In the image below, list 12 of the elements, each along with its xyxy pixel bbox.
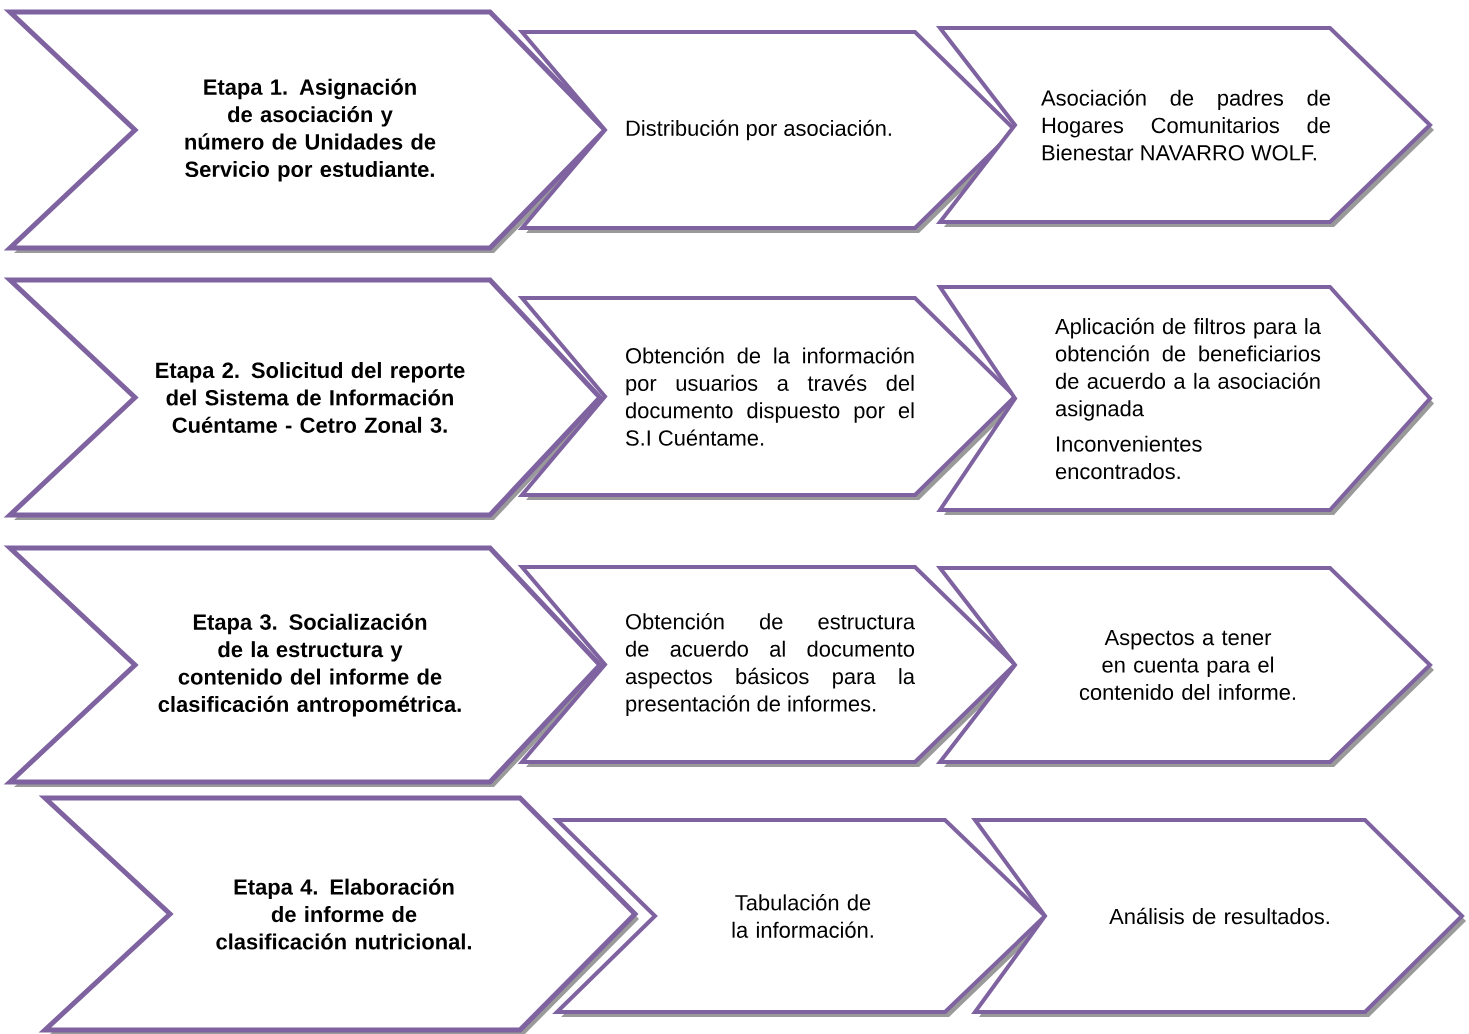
stage-box: Etapa 3. Socialización de la estructura y contenido del informe de clasificación antropométrica. <box>3 545 604 787</box>
step-box: Asociación de padres de Hogares Comunitarios de Bienestar NAVARRO WOLF. <box>935 26 1434 227</box>
stage-box: Etapa 4. Elaboración de informe de clasificación nutricional. <box>38 795 639 1034</box>
step-box: Análisis de resultados. <box>971 818 1466 1017</box>
step-box: Tabulación de la información. <box>552 818 1049 1017</box>
stage-box: Etapa 1. Asignación de asociación y número de Unidades de Servicio por estudiante. <box>3 9 609 253</box>
step-box: Obtención de estructura de acuerdo al documento aspectos básicos para la presentación de informes. <box>517 565 1019 767</box>
step-box: Obtención de la información por usuarios a través del documento dispuesto por el S.I Cuéntame. <box>517 296 1019 500</box>
step-box: Distribución por asociación. <box>517 30 1019 233</box>
step-box: Aplicación de filtros para la obtención de beneficiarios de acuerdo a la asociación asignada Inconvenientes encontrados. <box>936 285 1434 515</box>
step-box: Aspectos a tener en cuenta para el contenido del informe. <box>935 566 1434 767</box>
stage-box: Etapa 2. Solicitud del reporte del Sistema de Información Cuéntame - Cetro Zonal 3. <box>3 277 604 520</box>
